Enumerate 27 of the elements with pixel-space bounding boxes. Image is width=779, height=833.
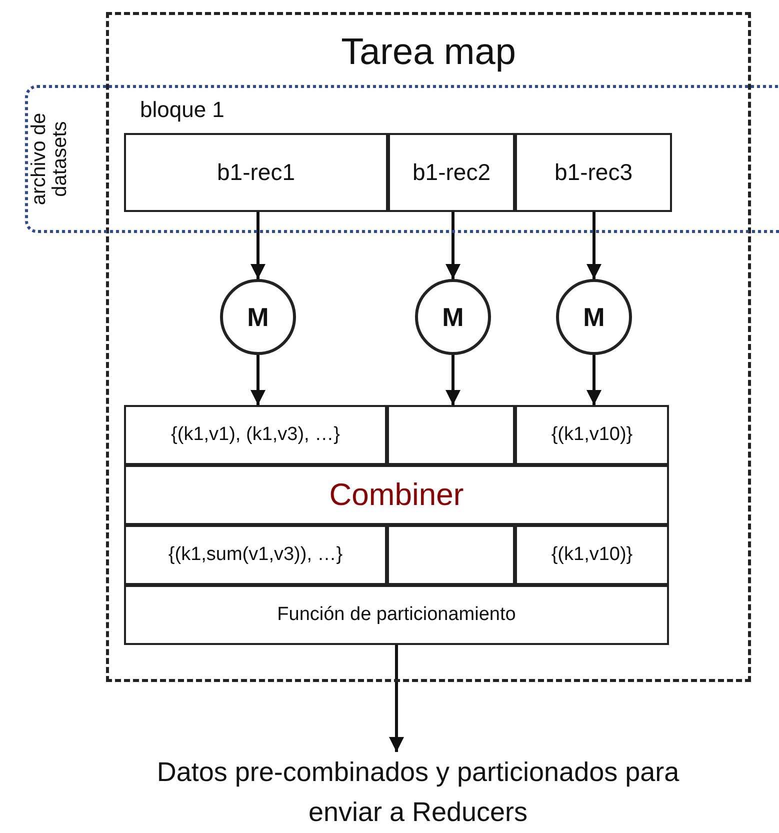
record-cell: b1-rec2	[388, 133, 515, 212]
band-label: archivo de datasets	[29, 112, 71, 208]
arrow	[586, 355, 602, 405]
output-cell: {(k1,v10)}	[515, 405, 669, 465]
arrow	[446, 355, 460, 405]
map-circle: M	[415, 279, 491, 355]
combiner-box: Combiner	[124, 465, 669, 525]
task-title: Tarea map	[341, 31, 516, 73]
empty-cell	[387, 405, 515, 465]
output-cell: {(k1,v10)}	[515, 525, 669, 585]
block-label: bloque 1	[140, 97, 224, 123]
arrow	[250, 212, 266, 279]
record-cell: b1-rec3	[515, 133, 672, 212]
output-cell: {(k1,v1), (k1,v3), …}	[124, 405, 387, 465]
arrow	[389, 645, 404, 752]
dataset-band	[25, 85, 779, 233]
task-boundary	[106, 12, 751, 682]
output-cell: {(k1,sum(v1,v3)), …}	[124, 525, 387, 585]
arrow	[446, 212, 460, 279]
empty-cell	[387, 525, 515, 585]
map-circle: M	[220, 279, 296, 355]
partition-box: Función de particionamiento	[124, 585, 669, 645]
arrow	[586, 212, 602, 279]
output-text: Datos pre-combinados y particionados para enviar a Reducers	[128, 752, 708, 832]
arrow	[250, 355, 266, 405]
record-cell: b1-rec1	[124, 133, 388, 212]
map-circle: M	[556, 279, 632, 355]
